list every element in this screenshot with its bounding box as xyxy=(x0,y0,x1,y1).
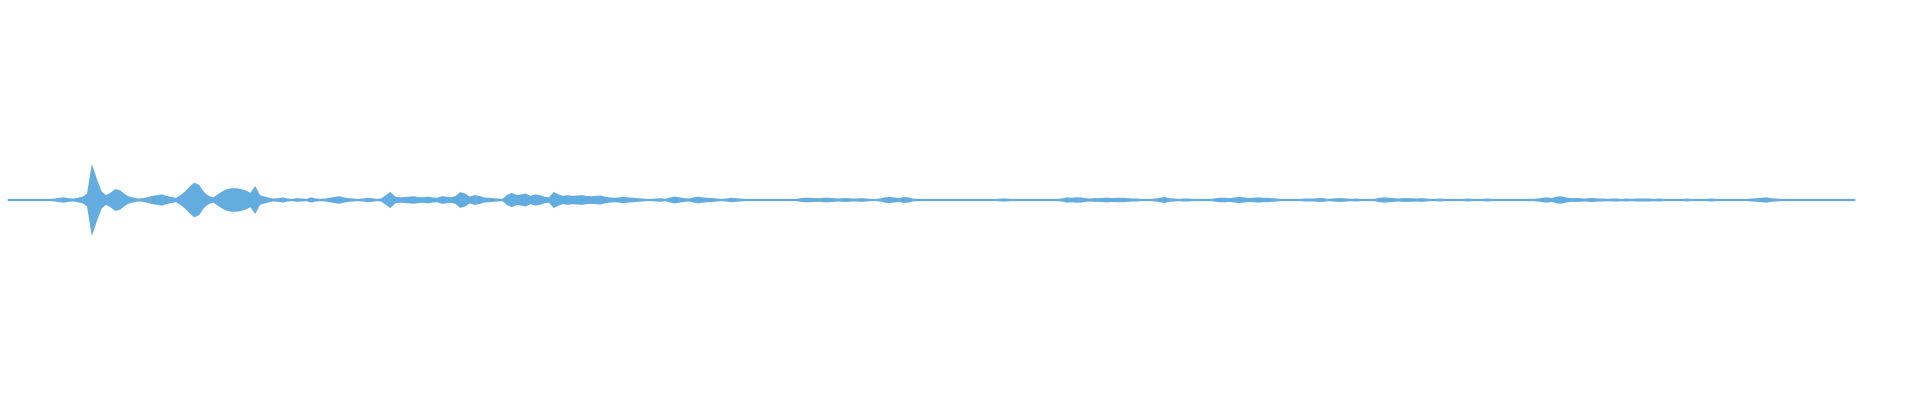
waveform-shape xyxy=(7,164,1856,236)
